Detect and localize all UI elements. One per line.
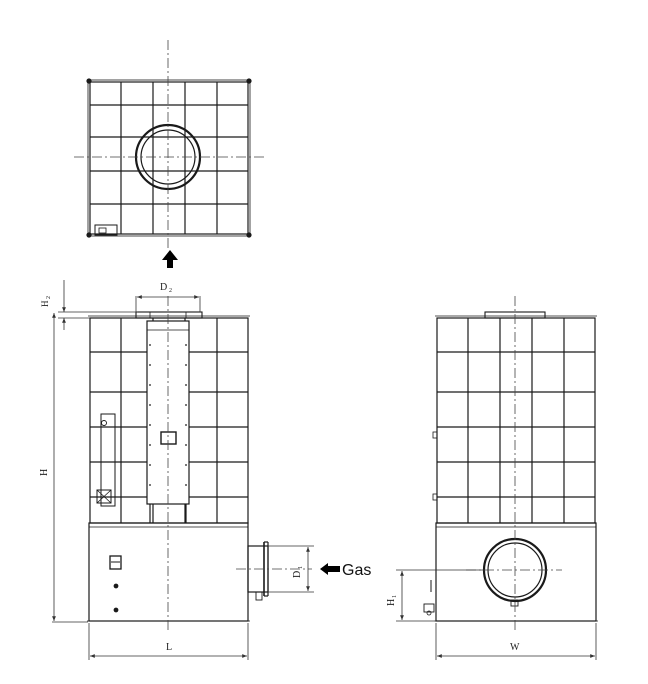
label-h1: H [386, 599, 397, 606]
label-l: L [166, 642, 172, 653]
gas-arrow-left-icon [320, 563, 340, 575]
top-view [86, 78, 252, 238]
label-d1: D [292, 571, 303, 578]
label-d2: D [160, 282, 167, 293]
label-h2: H [40, 300, 50, 307]
label-gas: Gas [342, 562, 371, 579]
label-d2-sub: 2 [169, 288, 172, 294]
side-view-centerlines [466, 296, 562, 632]
label-w: W [510, 642, 520, 653]
label-h2-sub: 2 [46, 296, 52, 299]
label-h1-sub: 1 [392, 595, 398, 598]
label-d1-sub: 1 [298, 566, 304, 569]
label-h: H [39, 469, 50, 476]
front-view-centerlines [167, 296, 312, 632]
side-view [423, 311, 598, 622]
flow-arrow-up-icon [162, 250, 178, 268]
dimension-labels: D 2 H 2 H L D 1 H 1 W [39, 282, 520, 653]
dimension-lines [52, 280, 597, 660]
top-view-centerlines [74, 40, 266, 248]
front-view [87, 311, 269, 622]
